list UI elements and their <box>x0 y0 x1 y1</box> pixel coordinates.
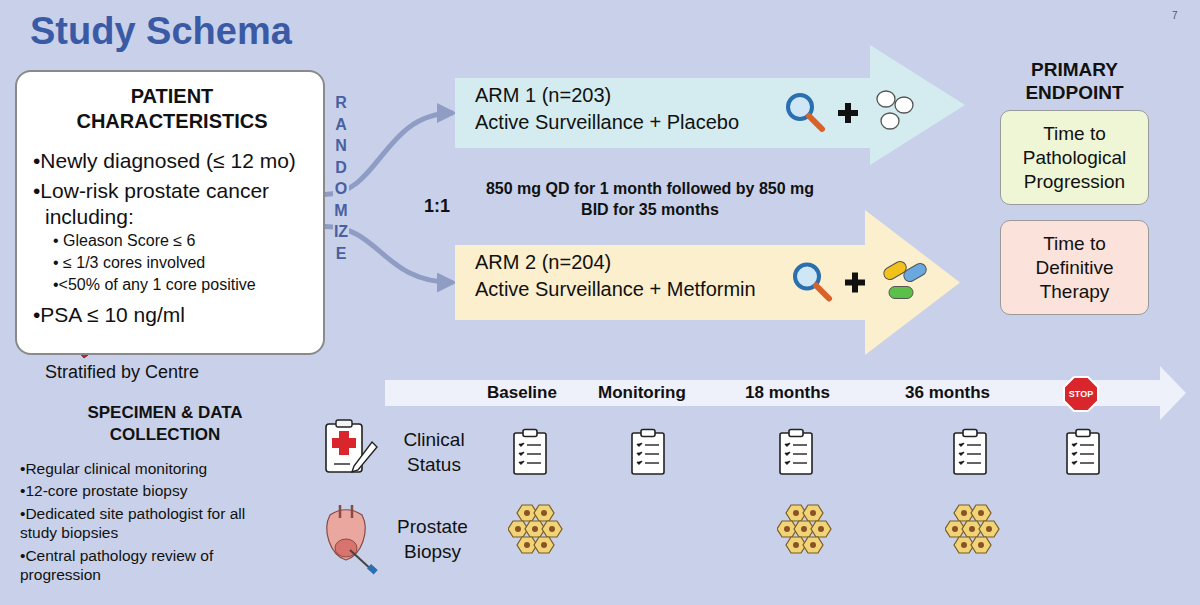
timepoint: 18 months <box>745 383 830 403</box>
bullet: •Low-risk prostate cancer including: <box>33 178 311 230</box>
timepoint: Monitoring <box>598 383 686 403</box>
plus-sign <box>852 273 858 293</box>
magnifier-handle <box>809 116 822 129</box>
pill-icon <box>895 97 913 113</box>
bullet: •Newly diagnosed (≤ 12 mo) <box>33 148 311 174</box>
arm-arrow: ARM 1 (n=203)Active Surveillance + Place… <box>455 45 965 165</box>
capsule-icon <box>902 261 929 283</box>
arm-title: ARM 1 (n=203) <box>475 82 611 109</box>
node-text: Time to Definitive Therapy <box>1007 232 1142 304</box>
arrow-outline <box>455 210 960 355</box>
sub-bullet: •<50% of any 1 core positive <box>33 274 311 296</box>
stratification-note: Stratified by Centre <box>45 362 199 383</box>
endpoint-heading: PRIMARY ENDPOINT <box>1000 58 1149 104</box>
arm-treatment: Active Surveillance + Placebo <box>475 109 739 136</box>
ratio-label: 1:1 <box>424 196 450 217</box>
slide-title: Study Schema <box>30 10 292 53</box>
prostate-icon <box>327 505 378 575</box>
row-label: Clinical Status <box>388 427 480 477</box>
endpoint-box: Time to Pathological Progression <box>1000 110 1149 205</box>
magnifier-handle <box>816 286 829 299</box>
bullet: •Dedicated site pathologist for all stud… <box>20 504 260 542</box>
dosing-note: 850 mg QD for 1 month followed by 850 mg… <box>485 178 815 220</box>
bullet: •Regular clinical monitoring <box>20 460 320 478</box>
section-heading: SPECIMEN & DATA COLLECTION <box>60 402 270 446</box>
sub-bullet: • ≤ 1/3 cores involved <box>33 252 311 274</box>
stop-sign: STOP <box>1063 376 1099 412</box>
patient-box: PATIENT CHARACTERISTICS •Newly diagnosed … <box>15 70 325 355</box>
arm-title: ARM 2 (n=204) <box>475 249 611 276</box>
node-text: Time to Pathological Progression <box>1007 122 1142 194</box>
arm-treatment: Active Surveillance + Metformin <box>475 276 756 303</box>
clinical-icon <box>326 420 377 472</box>
endpoint-box: Time to Definitive Therapy <box>1000 220 1149 315</box>
page-number: 7 <box>1172 10 1178 21</box>
arrow-outline <box>455 45 965 165</box>
row-label: Prostate Biopsy <box>385 514 480 564</box>
bullet: •Central pathology review of progression <box>20 546 260 584</box>
timepoint: Baseline <box>487 383 557 403</box>
pill-icon <box>877 91 895 107</box>
randomize-vertical: RANDOMIZE <box>333 92 349 264</box>
sub-bullet: • Gleason Score ≤ 6 <box>33 230 311 252</box>
plus-sign <box>845 103 851 123</box>
box-heading: PATIENT CHARACTERISTICS <box>53 84 291 134</box>
pill-icon <box>881 113 899 129</box>
arm-arrow: ARM 2 (n=204)Active Surveillance + Metfo… <box>455 210 960 355</box>
capsule-icon <box>889 287 913 299</box>
timepoint: 36 months <box>905 383 990 403</box>
timeline-arrow <box>385 366 1186 420</box>
stop-text: STOP <box>1069 389 1093 399</box>
bullet: •12-core prostate biopsy <box>20 482 320 500</box>
octagon <box>1064 377 1098 411</box>
bullet: •PSA ≤ 10 ng/ml <box>33 302 311 328</box>
